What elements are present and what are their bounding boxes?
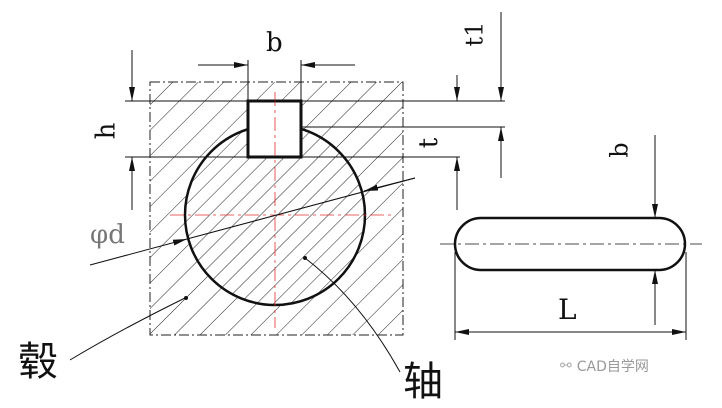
label-b-top: b — [266, 28, 283, 58]
dimension-phi-d — [89, 177, 416, 266]
label-h: h — [91, 122, 122, 140]
centerlines — [170, 92, 395, 328]
extension-lines — [125, 60, 505, 158]
flat-key-view — [440, 135, 702, 340]
label-t: t — [414, 137, 445, 149]
leader-lines — [69, 256, 401, 373]
label-shaft: 轴 — [403, 359, 443, 405]
label-L: L — [558, 293, 577, 326]
watermark-text: CAD自学网 — [576, 359, 649, 375]
watermark: ⚯ CAD自学网 — [560, 356, 649, 376]
key-section — [246, 99, 303, 159]
label-phi-d: φd — [90, 220, 125, 250]
label-t1: t1 — [460, 21, 489, 47]
label-hub: 毂 — [18, 339, 58, 385]
wechat-icon: ⚯ — [560, 358, 572, 374]
label-b-side: b — [605, 142, 634, 158]
